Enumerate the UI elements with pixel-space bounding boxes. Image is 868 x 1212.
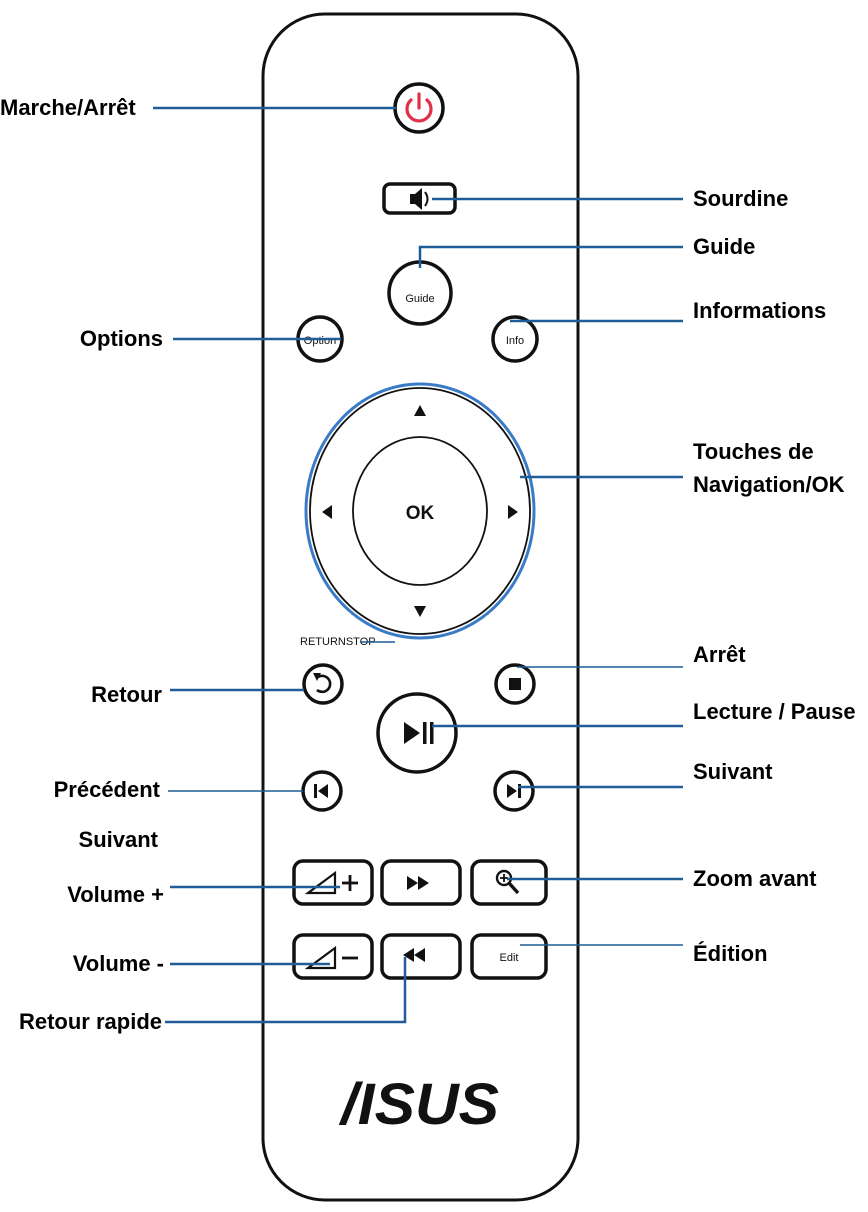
down-arrow-icon[interactable] xyxy=(414,606,426,617)
next-button[interactable] xyxy=(493,770,535,812)
previous-icon xyxy=(314,784,328,798)
label-options: Options xyxy=(79,326,163,351)
ok-button[interactable]: OK xyxy=(352,436,488,586)
fast-forward-button[interactable] xyxy=(380,859,462,906)
volume-down-icon xyxy=(304,945,358,970)
zoom-in-button[interactable] xyxy=(470,859,548,906)
label-guide: Guide xyxy=(693,234,756,259)
label-navigation-line1: Touches de xyxy=(693,439,814,464)
label-zoom-in: Zoom avant xyxy=(693,866,817,891)
stop-icon xyxy=(509,678,521,690)
play-pause-button[interactable] xyxy=(376,692,458,774)
return-stop-caption: RETURNSTOP xyxy=(300,636,376,648)
label-volume-up: Volume + xyxy=(67,882,164,907)
volume-up-icon xyxy=(304,870,358,895)
leader-guide xyxy=(418,245,683,268)
left-arrow-icon[interactable] xyxy=(322,505,332,519)
label-edit: Édition xyxy=(693,941,768,966)
fast-forward-icon xyxy=(407,876,429,890)
guide-button[interactable]: Guide xyxy=(387,260,453,326)
previous-button[interactable] xyxy=(301,770,343,812)
info-button[interactable]: Info xyxy=(491,315,539,363)
volume-down-button[interactable] xyxy=(292,933,374,980)
edit-button[interactable]: Edit xyxy=(470,933,548,980)
guide-button-label: Guide xyxy=(405,293,434,305)
rewind-button[interactable] xyxy=(380,933,462,980)
up-arrow-icon[interactable] xyxy=(414,405,426,416)
label-stop: Arrêt xyxy=(693,642,746,667)
label-power: Marche/Arrêt xyxy=(0,95,136,120)
return-icon xyxy=(313,673,332,694)
label-previous-line2: Suivant xyxy=(78,827,158,852)
label-navigation-line2: Navigation/OK xyxy=(693,472,845,497)
label-info: Informations xyxy=(693,298,827,323)
label-volume-down: Volume - xyxy=(72,951,164,976)
next-icon xyxy=(507,784,521,798)
mute-icon xyxy=(410,188,429,210)
info-button-label: Info xyxy=(506,335,524,347)
rewind-icon xyxy=(403,948,425,962)
power-icon xyxy=(405,92,433,123)
label-mute: Sourdine xyxy=(693,186,789,211)
label-return: Retour xyxy=(91,682,162,707)
label-next: Suivant xyxy=(693,759,773,784)
right-arrow-icon[interactable] xyxy=(508,505,518,519)
label-previous: Précédent xyxy=(53,777,160,802)
volume-up-button[interactable] xyxy=(292,859,374,906)
option-button-label: Option xyxy=(304,335,336,347)
edit-button-label: Edit xyxy=(500,952,519,964)
stop-button[interactable] xyxy=(494,663,536,705)
label-rewind: Retour rapide xyxy=(18,1009,162,1034)
label-play-pause: Lecture / Pause xyxy=(693,699,856,724)
brand-logo: /ISUS xyxy=(338,1072,499,1137)
return-button[interactable] xyxy=(302,663,344,705)
ok-button-label: OK xyxy=(406,503,435,524)
power-button[interactable] xyxy=(393,82,445,134)
leader-rewind xyxy=(165,957,407,1024)
play-pause-icon xyxy=(404,722,434,744)
